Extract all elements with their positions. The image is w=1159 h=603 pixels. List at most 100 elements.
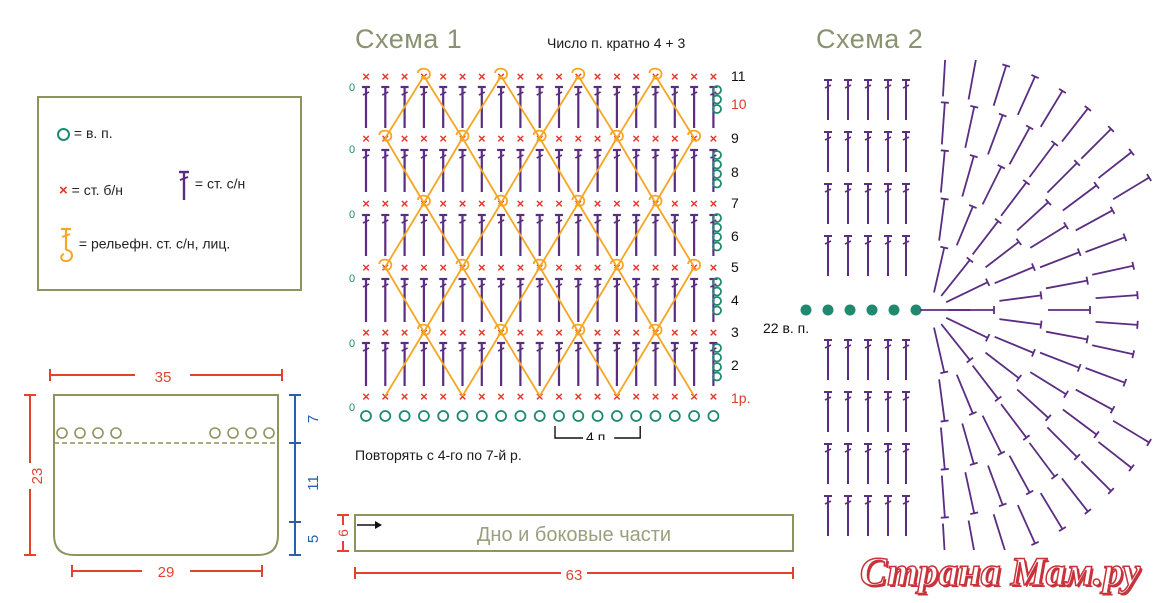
dc-stitch <box>884 79 892 120</box>
row-number: 1р. <box>731 390 750 406</box>
chain-dot <box>866 304 878 316</box>
dc-stitch <box>824 339 832 380</box>
fan-dc-stitch <box>1008 124 1034 165</box>
fan-dc-stitch <box>1039 88 1067 128</box>
dc-stitch <box>362 85 370 128</box>
sc-stitch: × <box>497 260 505 275</box>
dc-stitch <box>419 148 428 192</box>
chain-stitch <box>712 232 722 242</box>
fan-dc-stitch <box>1092 261 1135 276</box>
chain-stitch <box>712 85 722 95</box>
sc-stitch: × <box>536 196 544 211</box>
sc-stitch: × <box>575 131 583 146</box>
fan-dc-stitch <box>1092 344 1135 359</box>
fan-dc-stitch <box>938 379 949 423</box>
sc-stitch: × <box>517 389 525 404</box>
fan-dc-stitch <box>1075 206 1116 232</box>
sc-stitch: × <box>613 196 621 211</box>
chain-stitch <box>712 296 722 306</box>
dc-stitch <box>844 235 852 276</box>
fan-dc-stitch <box>1062 181 1100 212</box>
sc-stitch: × <box>517 196 525 211</box>
fan-dc-stitch <box>981 164 1006 205</box>
turn-chain: 0 <box>349 144 355 156</box>
dc-stitch <box>497 341 506 386</box>
sc-stitch: × <box>555 389 563 404</box>
sc-stitch: × <box>478 69 486 84</box>
strip-length-label: 63 <box>566 567 583 584</box>
dc-stitch <box>844 131 852 172</box>
fan-dc-stitch <box>999 318 1043 329</box>
sc-stitch: × <box>710 196 718 211</box>
sc-stitch: × <box>671 325 679 340</box>
dc-stitch <box>419 213 428 256</box>
dc-stitch <box>612 213 621 256</box>
repeat-note: Повторять с 4-го по 7-й р. <box>355 447 522 463</box>
chain-stitch <box>610 410 623 422</box>
dc-stitch <box>902 79 910 120</box>
sc-stitch: × <box>382 325 390 340</box>
chain-stitch <box>712 371 722 382</box>
fan-dc-stitch <box>994 335 1036 357</box>
legend-dc-text: = ст. с/н <box>194 175 246 192</box>
fan-dc-stitch <box>1028 442 1059 480</box>
dc-stitch <box>458 213 467 256</box>
sc-stitch: × <box>362 131 370 146</box>
sc-stitch: × <box>362 196 370 211</box>
repeat-label: 4 п. <box>586 429 609 440</box>
chain-stitch <box>712 222 722 233</box>
dc-stitch <box>612 148 621 192</box>
fan-dc-stitch <box>942 60 947 97</box>
chain-stitch <box>514 410 527 422</box>
sc-stitch: × <box>362 325 370 340</box>
chain-dot <box>910 304 922 316</box>
dc-stitch <box>574 148 583 192</box>
fan-dc-stitch <box>984 238 1023 269</box>
fan-dc-stitch <box>1029 221 1069 249</box>
dc-stitch <box>884 235 892 276</box>
relief-stitch <box>494 67 509 80</box>
sc-stitch: × <box>439 389 447 404</box>
chain-stitch <box>688 410 701 422</box>
legend-relief: = рельефн. ст. с/н, лиц. <box>57 226 230 264</box>
sc-stitch: × <box>594 69 602 84</box>
fan-dc-stitch <box>1085 233 1128 253</box>
button-holes <box>56 427 275 439</box>
sc-stitch: × <box>401 69 409 84</box>
chain-stitch <box>712 104 722 114</box>
sc-stitch: × <box>555 325 563 340</box>
fan-dc-stitch <box>992 514 1006 550</box>
fan-dc-stitch <box>933 245 949 293</box>
fan-dc-stitch <box>1080 125 1115 160</box>
dc-stitch <box>824 183 832 224</box>
fan-dc-stitch <box>1061 477 1092 515</box>
sc-stitch: × <box>594 260 602 275</box>
dc-stitch <box>651 277 660 322</box>
sc-stitch: × <box>439 69 447 84</box>
sc-stitch: × <box>439 196 447 211</box>
chain-stitch <box>630 410 643 422</box>
fan-dc-stitch <box>1039 492 1067 532</box>
relief-stitch <box>417 67 431 80</box>
dc-stitch <box>535 213 544 256</box>
row-number: 10 <box>731 96 747 112</box>
sc-stitch: × <box>594 131 602 146</box>
fan-dc-stitch <box>1039 248 1082 269</box>
fan-dc-stitch <box>1097 148 1135 179</box>
fan-dc-stitch <box>1000 403 1031 441</box>
dc-stitch <box>690 213 699 256</box>
chain-stitch <box>712 362 722 372</box>
relief-stitch <box>571 323 586 336</box>
relief-stitch <box>378 129 393 142</box>
dc-stitch <box>497 277 506 322</box>
dc-stitch <box>884 183 892 224</box>
relief-stitch <box>648 67 663 80</box>
dc-stitch <box>902 339 910 380</box>
dc-stitch <box>381 277 390 322</box>
fan-dc-stitch <box>939 149 949 193</box>
fan-dc-stitch <box>955 204 977 246</box>
dc-stitch <box>690 341 699 386</box>
fan-dc-stitch <box>987 112 1007 155</box>
sc-stitch: × <box>632 260 640 275</box>
chain-stitch <box>712 94 722 105</box>
